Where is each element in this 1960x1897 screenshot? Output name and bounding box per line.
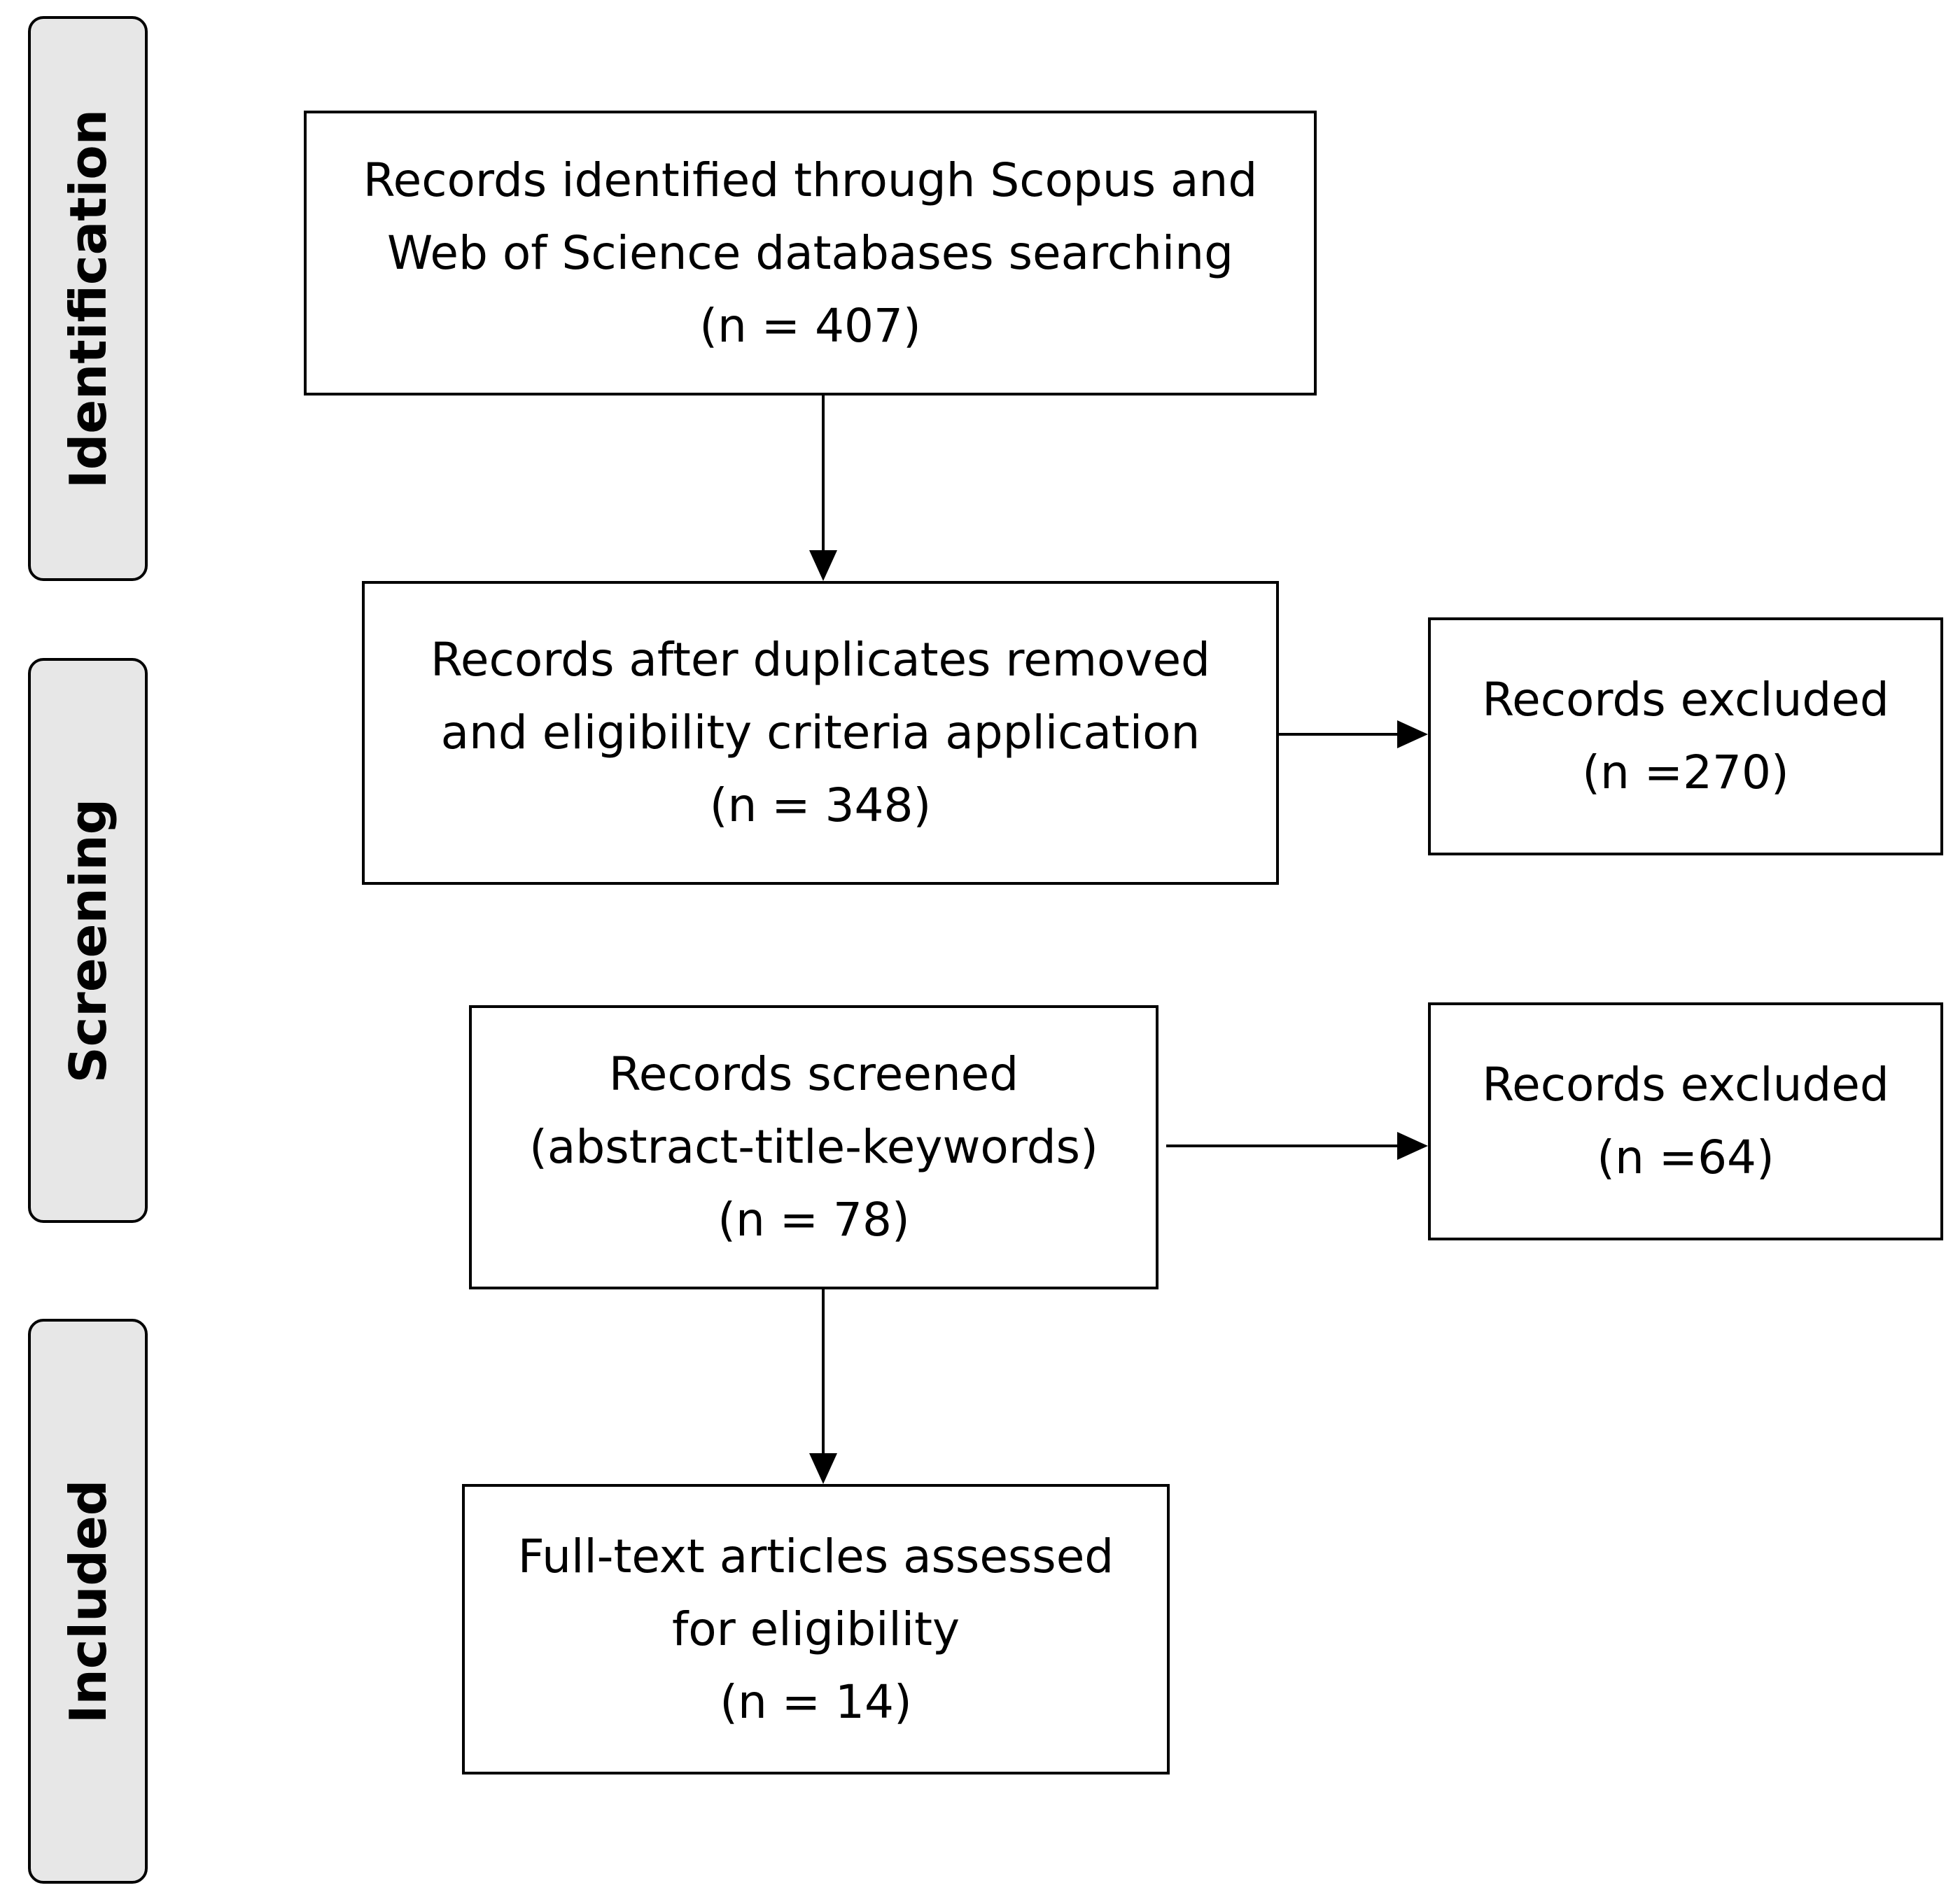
box-after-duplicates-line2: and eligibility criteria application xyxy=(440,706,1200,760)
box-excluded-first-line1: Records excluded xyxy=(1482,673,1889,727)
stage-identification: Identification xyxy=(28,16,148,581)
arrowhead-right-1 xyxy=(1397,720,1428,748)
box-full-text-articles: Full-text articles assessed for eligibil… xyxy=(462,1484,1170,1774)
arrowhead-down-2 xyxy=(809,1453,837,1484)
box-screened-line2: (abstract-title-keywords) xyxy=(529,1120,1098,1174)
box-full-text-count: (n = 14) xyxy=(720,1674,912,1729)
arrowhead-down-1 xyxy=(809,550,837,581)
box-records-after-duplicates: Records after duplicates removed and eli… xyxy=(362,581,1279,885)
box-full-text-line2: for eligibility xyxy=(671,1602,960,1656)
box-records-excluded-first: Records excluded (n =270) xyxy=(1428,617,1943,855)
stage-included: Included xyxy=(28,1319,148,1884)
box-excluded-second-count: (n =64) xyxy=(1597,1130,1774,1184)
box-full-text-line1: Full-text articles assessed xyxy=(517,1529,1114,1583)
box-screened-count: (n = 78) xyxy=(718,1193,910,1247)
box-screened-line1: Records screened xyxy=(608,1047,1019,1101)
box-after-duplicates-count: (n = 348) xyxy=(709,778,932,832)
box-records-excluded-second: Records excluded (n =64) xyxy=(1428,1002,1943,1240)
box-records-identified-count: (n = 407) xyxy=(699,298,921,353)
box-records-identified-line1: Records identified through Scopus and xyxy=(363,153,1258,207)
stage-screening: Screening xyxy=(28,658,148,1223)
box-after-duplicates-line1: Records after duplicates removed xyxy=(430,633,1210,687)
box-excluded-second-line1: Records excluded xyxy=(1482,1058,1889,1112)
arrowhead-right-2 xyxy=(1397,1132,1428,1160)
box-records-screened: Records screened (abstract-title-keyword… xyxy=(469,1005,1158,1289)
box-records-identified-line2: Web of Science databases searching xyxy=(387,225,1233,280)
box-excluded-first-count: (n =270) xyxy=(1582,746,1789,799)
box-records-identified: Records identified through Scopus and We… xyxy=(304,111,1317,396)
